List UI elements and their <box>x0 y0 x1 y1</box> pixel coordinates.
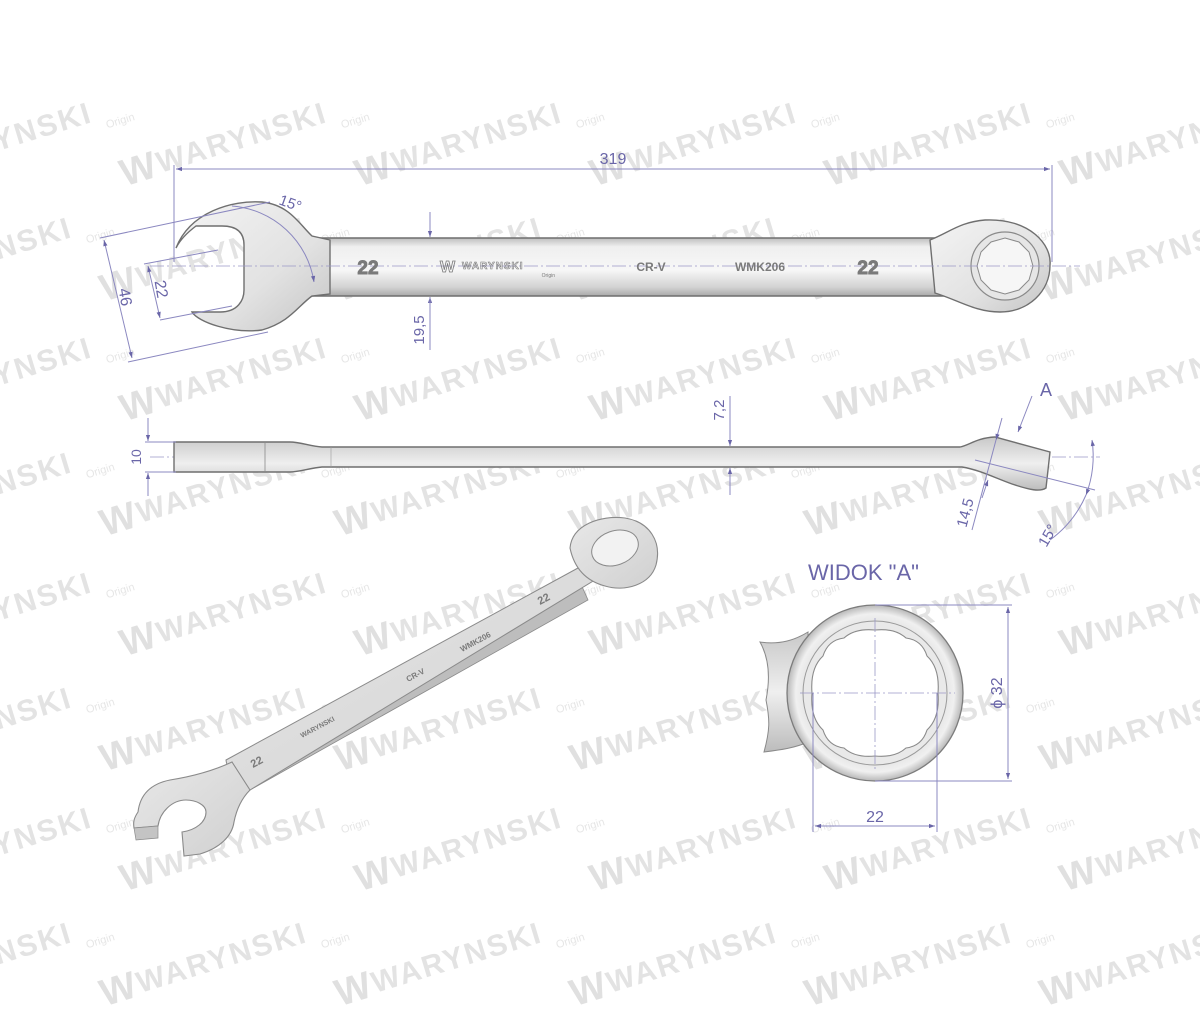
ring-offset-arc-ext <box>1049 494 1087 541</box>
ring-thickness-arrow-bottom <box>981 479 989 499</box>
marking-brand: WARYNSKI <box>462 261 524 272</box>
marking-brand-logo: W WARYNSKI Origin <box>440 259 556 279</box>
iso-view: 22 WARYNSKI CR-V WMK206 22 <box>133 516 658 857</box>
marking-material: CR-V <box>636 260 665 274</box>
jaw-extension-top <box>143 249 219 265</box>
detail-view-title: WIDOK "A" <box>808 560 919 585</box>
view-a-arrow <box>1017 395 1033 433</box>
brand-w-icon: W <box>440 259 456 276</box>
head-extension-bottom <box>127 331 269 363</box>
jaw-extension-bottom <box>159 305 233 321</box>
socket-size-label: 22 <box>866 809 884 826</box>
head-extension-top <box>99 201 271 239</box>
ring-thickness-arrow-top <box>995 417 1003 441</box>
open-end-angle-arc <box>231 205 316 283</box>
head-width-label: 46 <box>115 287 135 308</box>
ring-thickness-leader <box>971 439 997 531</box>
marking-model: WMK206 <box>735 260 785 274</box>
side-view: 10 7,2 A 14,5 15° <box>128 380 1100 550</box>
ring-diameter-label: ϕ 32 <box>989 677 1006 708</box>
detail-view-a: WIDOK "A" ϕ 32 22 <box>759 560 1012 832</box>
jaw-size-dimension-line <box>147 265 161 319</box>
side-profile <box>173 436 1051 491</box>
ring-thickness-label: 14,5 <box>954 497 978 530</box>
head-width-dimension-line <box>103 239 133 359</box>
shank-width-label: 19,5 <box>411 315 428 344</box>
iso-marking-size-right: 22 <box>536 591 552 607</box>
overall-length-label: 319 <box>600 151 627 168</box>
open-end-head <box>175 201 331 332</box>
view-a-marker: A <box>1040 380 1052 400</box>
iso-marking-size-left: 22 <box>249 754 265 770</box>
top-view: 319 22 W WARYNSKI Origin CR-V WMK206 22 … <box>99 151 1080 363</box>
ring-offset-angle-arc <box>1085 439 1095 496</box>
ring-offset-angle-label: 15° <box>1035 522 1061 550</box>
marking-size-right: 22 <box>857 258 878 279</box>
shank-thickness-label: 7,2 <box>711 400 728 421</box>
iso-ring-socket <box>591 529 639 567</box>
open-end-thickness-label: 10 <box>128 449 144 465</box>
iso-open-end-side <box>133 825 159 841</box>
marking-brand-sub: Origin <box>542 273 556 279</box>
iso-open-end-head <box>133 761 251 857</box>
ring-offset-line <box>974 459 1096 491</box>
jaw-size-label: 22 <box>151 279 171 300</box>
marking-size-left: 22 <box>357 258 378 279</box>
open-end-angle-label: 15° <box>277 192 304 216</box>
